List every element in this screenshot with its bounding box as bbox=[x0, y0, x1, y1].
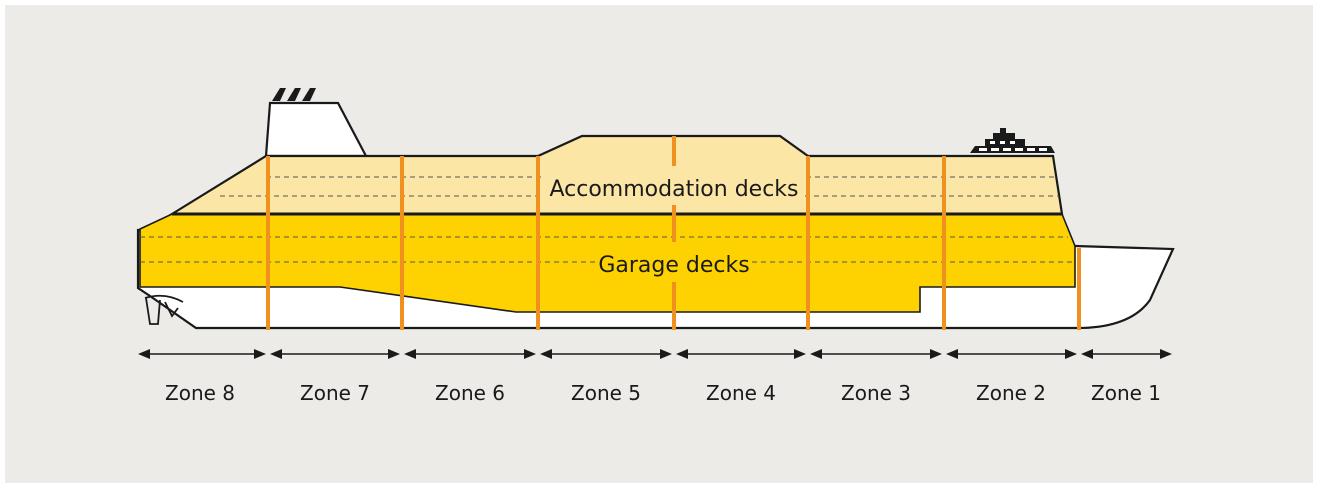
garage-label-bg bbox=[596, 250, 752, 276]
garage-decks-label: Garage decks bbox=[598, 253, 749, 278]
funnel-exhaust-stripes bbox=[272, 88, 316, 101]
zone-label: Zone 7 bbox=[300, 381, 370, 405]
zone-arrow bbox=[138, 349, 266, 359]
zone-arrows bbox=[138, 349, 1172, 359]
zone-label: Zone 3 bbox=[841, 381, 911, 405]
zone-arrow bbox=[676, 349, 806, 359]
funnel bbox=[264, 101, 368, 158]
zone-arrow bbox=[810, 349, 942, 359]
accommodation-decks-label: Accommodation decks bbox=[549, 177, 798, 202]
zone-label: Zone 4 bbox=[706, 381, 776, 405]
zone-labels: Zone 8 Zone 7 Zone 6 Zone 5 Zone 4 Zone … bbox=[165, 381, 1161, 405]
zone-arrow bbox=[540, 349, 672, 359]
zone-label: Zone 5 bbox=[571, 381, 641, 405]
propeller-icon bbox=[144, 294, 184, 325]
zone-arrow bbox=[946, 349, 1077, 359]
accommodation-label-bg bbox=[543, 174, 805, 202]
zone-label: Zone 1 bbox=[1091, 381, 1161, 405]
zone-boundaries bbox=[266, 136, 1081, 330]
zone-label: Zone 2 bbox=[976, 381, 1046, 405]
zone-arrow bbox=[270, 349, 400, 359]
zone-arrow bbox=[1081, 349, 1172, 359]
zone-label: Zone 6 bbox=[435, 381, 505, 405]
deck-dashed-lines bbox=[140, 176, 1073, 263]
zone-label: Zone 8 bbox=[165, 381, 235, 405]
zone-arrow bbox=[404, 349, 536, 359]
bridge-icon bbox=[970, 128, 1055, 153]
